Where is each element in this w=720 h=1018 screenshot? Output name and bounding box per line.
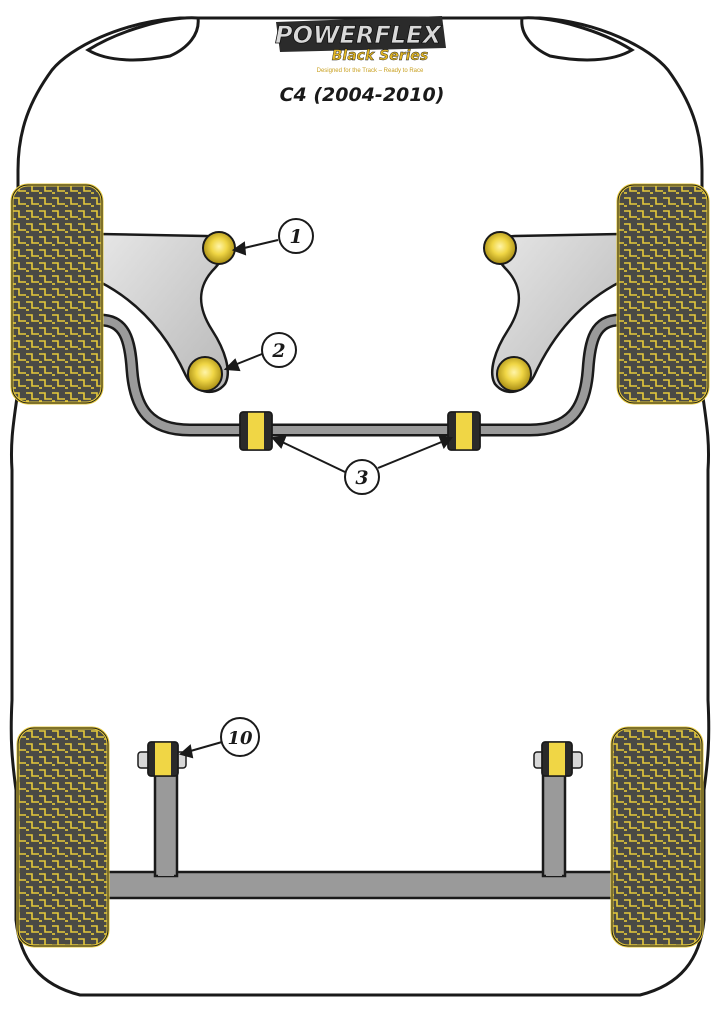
car-body-outline bbox=[9, 16, 711, 997]
right-front-bush-upper bbox=[483, 231, 517, 265]
logo-tagline: Designed for the Track – Ready to Race bbox=[317, 68, 424, 74]
right-front-bush-lower bbox=[496, 356, 532, 392]
front-left-wheel bbox=[10, 183, 104, 405]
callout-2: 2 bbox=[261, 332, 297, 368]
callout-10: 10 bbox=[220, 717, 260, 757]
callout-3-label: 3 bbox=[355, 467, 368, 489]
callout-1: 1 bbox=[278, 218, 314, 254]
callout-10-label: 10 bbox=[227, 728, 253, 749]
anti-roll-bar-bush-left bbox=[239, 411, 273, 451]
right-headlight-outline bbox=[520, 16, 635, 62]
callout-2-label: 2 bbox=[271, 340, 285, 362]
logo-brand: POWERFLEX bbox=[275, 21, 442, 49]
powerflex-logo: POWERFLEX Black Series Designed for the … bbox=[275, 16, 446, 74]
left-front-bush-upper bbox=[202, 231, 236, 265]
front-right-wheel bbox=[616, 183, 710, 405]
rear-beam-bush-left bbox=[137, 741, 187, 777]
left-front-bush-lower bbox=[187, 356, 223, 392]
left-headlight-outline bbox=[85, 16, 200, 62]
page-title: C4 (2004-2010) bbox=[280, 84, 445, 106]
callout-3: 3 bbox=[344, 459, 380, 495]
rear-beam-bush-right bbox=[533, 741, 583, 777]
rear-right-wheel bbox=[610, 726, 704, 948]
anti-roll-bar-bush-right bbox=[447, 411, 481, 451]
rear-left-wheel bbox=[16, 726, 110, 948]
logo-series: Black Series bbox=[332, 48, 429, 64]
right-front-wishbone bbox=[491, 232, 622, 394]
callout-arrows bbox=[178, 239, 453, 759]
callout-1-label: 1 bbox=[289, 226, 302, 248]
